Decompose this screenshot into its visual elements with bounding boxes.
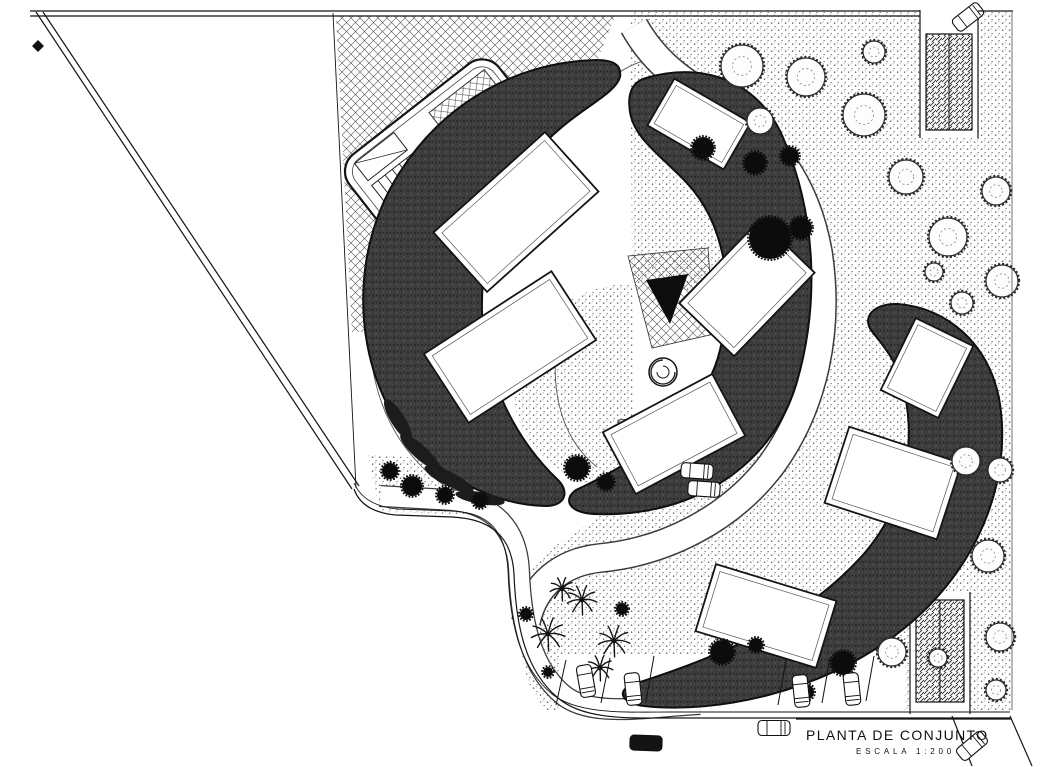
- road-boundary-loop: [379, 485, 701, 721]
- dark-tree-icon: [435, 485, 455, 505]
- tree-icon: [979, 174, 1013, 208]
- building-block: [879, 316, 975, 420]
- tree-icon: [969, 537, 1007, 575]
- tree-icon: [886, 157, 926, 197]
- palm-tree-icon: [597, 625, 631, 658]
- dark-tree-icon: [563, 454, 591, 482]
- parking-stall-line: [865, 655, 875, 702]
- building-wing-center: [568, 71, 813, 516]
- dark-tree-icon: [614, 601, 630, 617]
- car-icon: [791, 674, 811, 708]
- car-icon: [629, 734, 663, 752]
- dark-tree-icon: [400, 474, 424, 498]
- boundary-inner-line: [332, 12, 357, 489]
- dark-tree-icon: [788, 215, 814, 241]
- plan-scale: ESCALA 1:200: [856, 747, 955, 756]
- road-bottom-right: [909, 592, 1033, 767]
- building-block: [422, 269, 598, 425]
- tree-icon: [949, 444, 983, 478]
- palm-tree-icon: [549, 576, 575, 602]
- palms-layer: [530, 576, 631, 682]
- dark-tree-icon: [747, 636, 765, 654]
- center-spiral: [648, 357, 678, 387]
- car-icon: [575, 664, 597, 698]
- parking-stall-line: [821, 657, 831, 704]
- tree-icon: [860, 38, 888, 66]
- tree-icon: [985, 455, 1015, 485]
- car-icon: [842, 672, 862, 706]
- parking-stall-line: [600, 657, 611, 704]
- tree-icon: [983, 620, 1017, 654]
- tree-icon: [926, 646, 950, 670]
- dark-tree-icon: [541, 665, 555, 679]
- building-wing-west: [362, 58, 622, 508]
- tree-icon: [983, 677, 1009, 703]
- palm-tree-icon: [530, 617, 566, 652]
- dark-tree-icon: [747, 215, 793, 261]
- dark-tree-icon: [690, 135, 716, 161]
- dark-tree-icon: [779, 145, 801, 167]
- tree-icon: [926, 215, 970, 259]
- dark-tree-icon: [380, 461, 400, 481]
- boundary-diagonal: [35, 11, 360, 490]
- palm-tree-icon: [566, 585, 598, 616]
- tree-icon: [784, 55, 828, 99]
- building-block: [432, 130, 600, 294]
- tree-icon: [718, 42, 766, 90]
- building-wings: [362, 58, 1004, 709]
- tree-icon: [875, 635, 909, 669]
- tree-icon: [744, 105, 776, 137]
- building-block: [823, 425, 963, 541]
- cars-layer: [575, 2, 988, 761]
- parking-stall-line: [777, 659, 787, 706]
- tree-icon: [948, 289, 976, 317]
- plan-title: PLANTA DE CONJUNTO: [806, 727, 989, 743]
- tree-icon: [922, 260, 946, 284]
- survey-marker: [32, 40, 44, 52]
- car-icon: [956, 731, 988, 761]
- car-icon: [951, 2, 985, 32]
- road-top-right: [919, 10, 979, 138]
- dark-tree-icon: [596, 472, 616, 492]
- car-icon: [757, 719, 791, 737]
- boundary-bottom: [353, 488, 1010, 719]
- title-block: PLANTA DE CONJUNTO ESCALA 1:200: [796, 718, 1012, 756]
- tree-icon: [840, 91, 888, 139]
- car-icon: [687, 480, 721, 498]
- dark-tree-icon: [518, 606, 534, 622]
- building-block: [646, 77, 752, 171]
- parking-stall-line: [645, 655, 655, 702]
- dark-tree-icon: [708, 638, 736, 666]
- car-icon: [680, 462, 714, 480]
- tree-icon: [983, 262, 1021, 300]
- site-boundary: [30, 10, 1013, 719]
- planter-tree: [646, 274, 688, 324]
- trees-layer: [380, 38, 1021, 703]
- dark-tree-icon: [471, 492, 489, 510]
- dark-tree-icon: [742, 150, 768, 176]
- car-icon: [623, 672, 643, 706]
